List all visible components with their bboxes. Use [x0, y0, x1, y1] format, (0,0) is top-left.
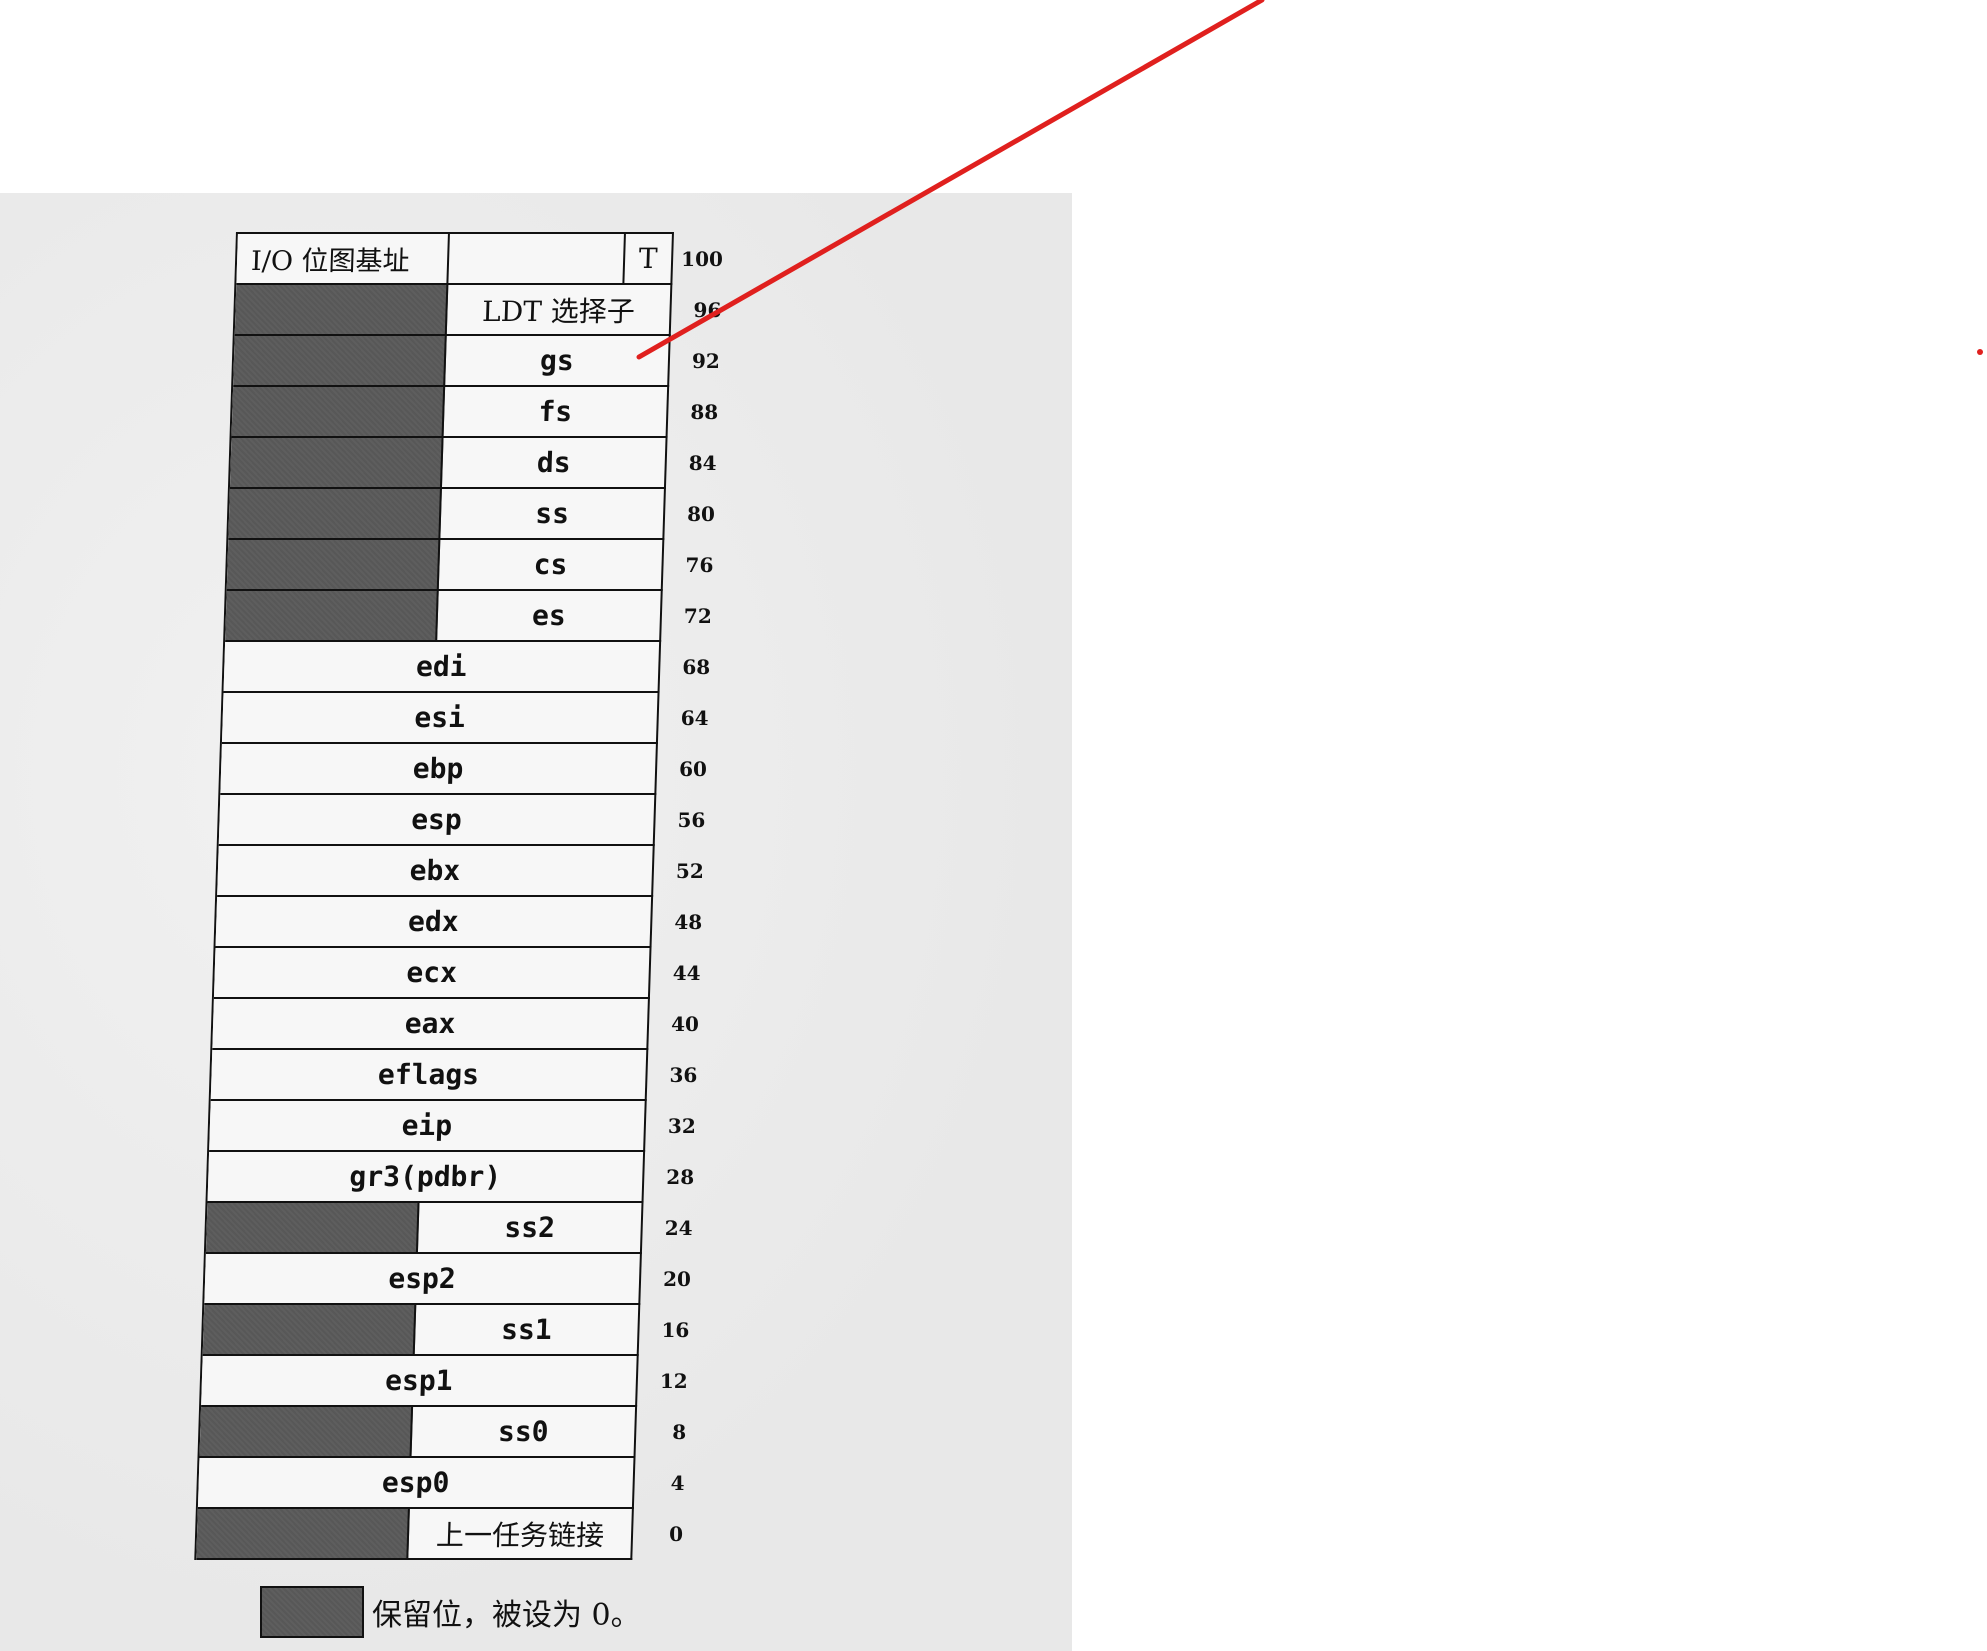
red-dot-marker: [1977, 349, 1983, 355]
legend-reserved-swatch: [260, 1586, 364, 1638]
red-annotation-arrow: [636, 0, 1265, 360]
legend: 保留位，被设为 0。: [260, 1586, 641, 1638]
legend-text: 保留位，被设为 0。: [372, 1598, 641, 1633]
